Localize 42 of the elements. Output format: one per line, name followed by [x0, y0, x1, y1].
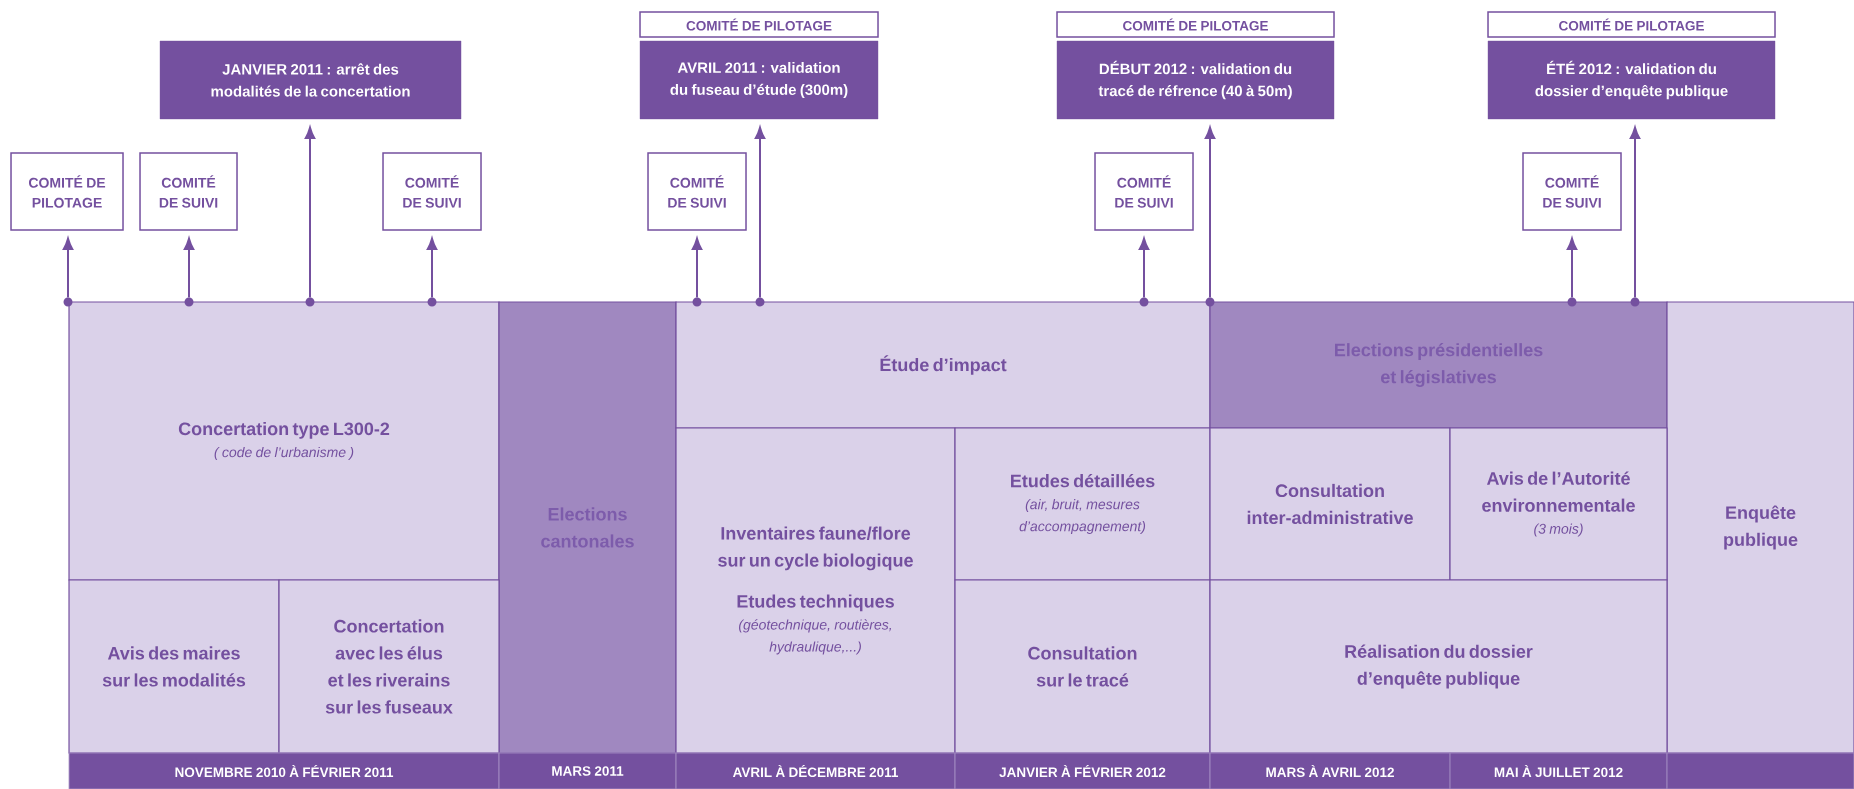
- arrow: [1629, 126, 1641, 299]
- committee-box: COMITÉ DE SUIVI: [382, 152, 482, 231]
- committee-header: COMITÉ DE PILOTAGE: [639, 11, 879, 38]
- phase-cell: Étude d’impact: [675, 301, 1211, 429]
- arrow: [754, 126, 766, 299]
- arrow: [1566, 237, 1578, 299]
- date-bar: MARS 2011: [498, 752, 677, 789]
- phase-cell: Consultation sur le tracé: [954, 579, 1211, 754]
- committee-box: COMITÉ DE SUIVI: [647, 152, 747, 231]
- arrow: [62, 237, 74, 299]
- date-bar: MARS À AVRIL 2012: [1209, 752, 1451, 789]
- date-bar: AVRIL À DÉCEMBRE 2011: [675, 752, 956, 789]
- committee-box: COMITÉ DE SUIVI: [139, 152, 238, 231]
- node-label: MAI À JUILLET 2012: [1494, 764, 1623, 778]
- node-label: NOVEMBRE 2010 À FÉVRIER 2011: [175, 764, 394, 778]
- arrow: [1204, 126, 1216, 299]
- committee-box: COMITÉ DE SUIVI: [1522, 152, 1622, 231]
- committee-box: COMITÉ DE PILOTAGE: [10, 152, 124, 231]
- date-bar: MAI À JUILLET 2012: [1449, 752, 1668, 789]
- node-label: AVRIL À DÉCEMBRE 2011: [732, 764, 899, 778]
- arrow: [426, 237, 438, 299]
- phase-cell: Concertation avec les élus et les riverains sur les fuseaux: [278, 579, 500, 754]
- node-label: JANVIER À FÉVRIER 2012: [999, 764, 1166, 778]
- milestone-box: JANVIER 2011 : arrêt des modalités de la concertation: [159, 40, 462, 120]
- arrow: [1138, 237, 1150, 299]
- committee-header: COMITÉ DE PILOTAGE: [1056, 11, 1335, 38]
- milestone-box: ÉTÉ 2012 : validation du dossier d’enquête publique: [1487, 40, 1776, 120]
- committee-box: COMITÉ DE SUIVI: [1094, 152, 1194, 231]
- arrow: [691, 237, 703, 299]
- milestone-box: DÉBUT 2012 : validation du tracé de réfrence (40 à 50m): [1056, 40, 1335, 120]
- phase-cell: Etudes détaillées (air, bruit, mesures d’accompagnement): [954, 427, 1211, 581]
- arrow: [183, 237, 195, 299]
- committee-header: COMITÉ DE PILOTAGE: [1487, 11, 1776, 38]
- phase-cell: Avis des maires sur les modalités: [68, 579, 280, 754]
- node-label: MARS 2011: [552, 766, 624, 776]
- milestone-box: AVRIL 2011 : validation du fuseau d’étude (300m): [639, 40, 879, 120]
- phase-cell: Avis de l’Autorité environnementale (3 mois): [1449, 427, 1668, 581]
- node-label: MARS À AVRIL 2012: [1266, 764, 1394, 778]
- phase-cell: Consultation inter-administrative: [1209, 427, 1451, 581]
- arrow: [304, 126, 316, 299]
- date-bar: [1666, 752, 1854, 789]
- date-bar: JANVIER À FÉVRIER 2012: [954, 752, 1211, 789]
